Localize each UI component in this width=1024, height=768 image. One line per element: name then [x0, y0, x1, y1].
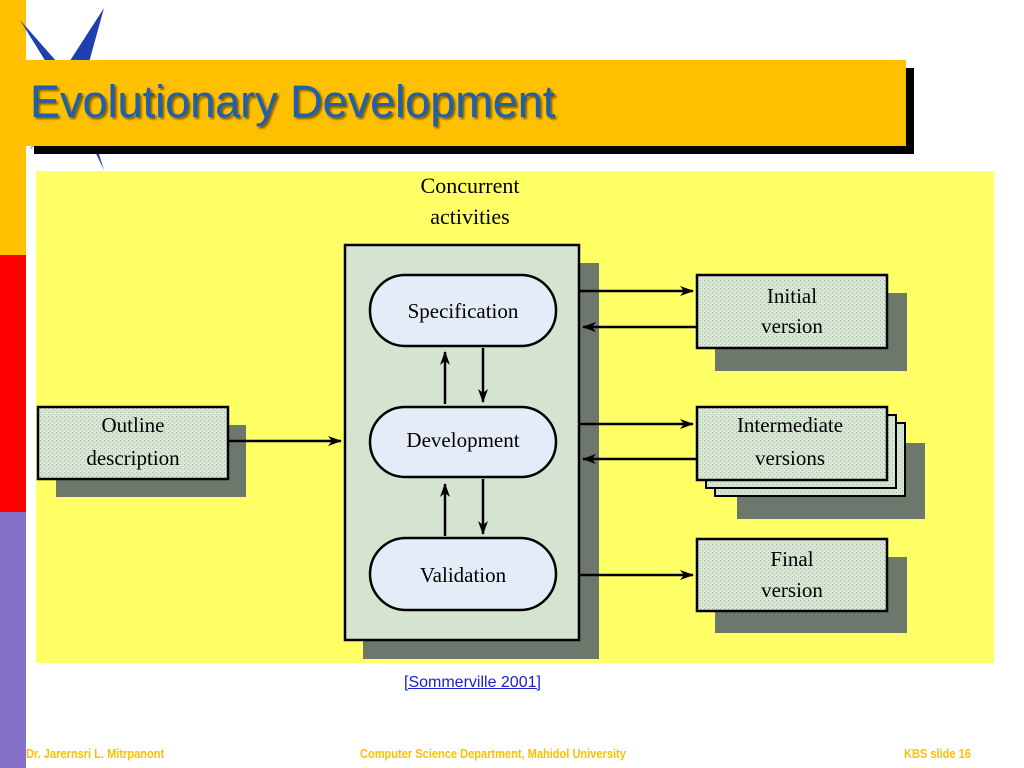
- slide-title: Evolutionary Development: [30, 76, 556, 127]
- validation-label: Validation: [420, 563, 507, 587]
- outline-box: [36, 405, 230, 481]
- initial-version-line1: Initial: [767, 284, 817, 308]
- concurrent-label-line2: activities: [430, 204, 509, 229]
- outline-label-line1: Outline: [102, 413, 165, 437]
- initial-version-line2: version: [761, 314, 823, 338]
- footer-author: Dr. Jarernsri L. Mitrpanont: [26, 746, 165, 761]
- citation-link[interactable]: [Sommerville 2001]: [404, 674, 541, 691]
- intermediate-versions-line1: Intermediate: [737, 413, 843, 437]
- development-label: Development: [406, 428, 519, 452]
- final-version-line2: version: [761, 578, 823, 602]
- title-bar: [26, 60, 906, 146]
- left-strip-red: [0, 255, 26, 512]
- initial-version-box: [695, 273, 889, 350]
- specification-label: Specification: [408, 299, 519, 323]
- validation-activity: [368, 536, 558, 612]
- left-strip-purple: [0, 512, 26, 768]
- development-activity: [368, 405, 558, 479]
- specification-activity: [368, 273, 558, 348]
- final-version-line1: Final: [770, 547, 813, 571]
- concurrent-label-line1: Concurrent: [421, 173, 520, 198]
- intermediate-versions-line2: versions: [755, 446, 825, 470]
- outline-label-line2: description: [86, 446, 180, 470]
- final-version-box: [695, 537, 889, 613]
- footer-slide-number: KBS slide 16: [904, 746, 971, 761]
- footer-department: Computer Science Department, Mahidol Uni…: [360, 746, 626, 761]
- intermediate-versions-box: [695, 405, 889, 482]
- left-strip-orange: [0, 0, 26, 255]
